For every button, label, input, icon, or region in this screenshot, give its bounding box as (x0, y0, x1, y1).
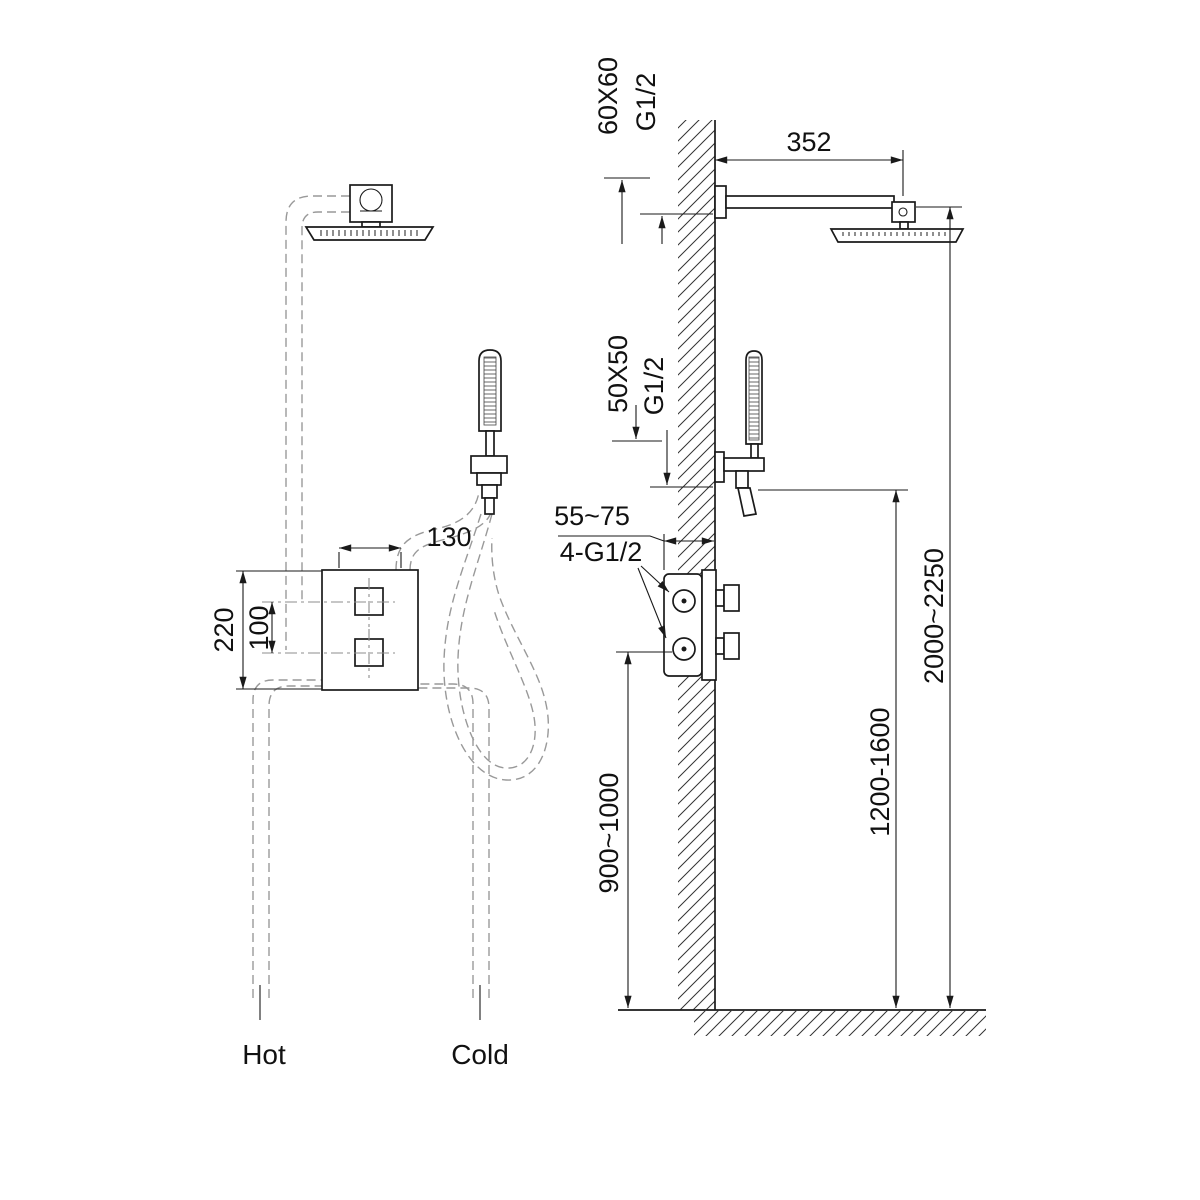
side-view: 352 60X60 G1/2 50X50 G1/2 (554, 57, 986, 1036)
front-shower-head (304, 184, 435, 241)
dim-220-label: 220 (209, 607, 239, 652)
front-mixer-valve (262, 569, 419, 691)
label-4g12: 4-G1/2 (560, 537, 643, 567)
bracket-arm (723, 457, 765, 472)
pipe-riser-inner (301, 211, 350, 601)
front-view: 130 220 100 Hot Cold (209, 184, 550, 1070)
dim-352-label: 352 (786, 127, 831, 157)
side-head-callouts: 60X60 G1/2 (593, 57, 713, 244)
head-connector-box (349, 184, 393, 223)
valve-handle-top (723, 584, 740, 612)
floor-hatch (694, 1010, 986, 1036)
cold-label: Cold (451, 1039, 509, 1070)
side-dim-arm-length: 352 (714, 127, 904, 196)
label-50x50: 50X50 (603, 335, 633, 413)
pipe-cold-outer (418, 683, 474, 998)
label-60x60: 60X60 (593, 57, 623, 135)
hand-shower-face (483, 356, 497, 426)
dim-1200-1600-label: 1200-1600 (865, 707, 895, 836)
label-bracket-g12: G1/2 (639, 357, 669, 416)
hose-loop-inner (457, 513, 536, 769)
dim-130-label: 130 (426, 522, 471, 552)
wall-hatch (678, 120, 715, 1010)
pipe-hot-inner (268, 685, 322, 998)
side-shower-arm-head (714, 185, 965, 243)
shower-arm (725, 195, 895, 209)
front-dim-handle-spacing: 100 (244, 602, 276, 653)
side-wand-face (748, 356, 760, 441)
side-head-spray-face (841, 232, 947, 240)
side-hose-tail (736, 487, 758, 517)
front-dim-mixer-height: 220 (209, 570, 322, 690)
hose-connector (484, 497, 495, 515)
side-wall (678, 120, 716, 1010)
head-spray-face (317, 230, 421, 238)
dim-900-1000-label: 900~1000 (594, 773, 624, 894)
valve-wall-plate (701, 569, 717, 681)
hose-loop-outer (443, 513, 550, 781)
arm-end-connector (891, 201, 916, 223)
side-dim-valve-depth: 55~75 (554, 501, 714, 570)
side-hand-shower (714, 350, 765, 517)
bracket-wall-flange (714, 451, 725, 483)
side-floor (618, 1009, 986, 1036)
label-head-g12: G1/2 (631, 73, 661, 132)
dim-2000-2250-label: 2000~2250 (919, 548, 949, 684)
valve-handle-bottom (723, 632, 740, 660)
dim-100-label: 100 (244, 605, 274, 650)
side-dim-hand-shower-height: 1200-1600 (758, 489, 908, 1008)
front-dim-mixer-width: 130 (338, 522, 472, 568)
pipe-hot-outer (252, 679, 322, 998)
front-hand-shower (470, 349, 508, 515)
hand-shower-holder (470, 455, 508, 474)
side-mixer-valve (663, 569, 740, 681)
arm-wall-flange (714, 185, 727, 219)
pipe-handshower-b (409, 507, 493, 571)
side-dim-valve-height: 900~1000 (594, 651, 672, 1008)
side-callout-connections: 4-G1/2 (560, 537, 670, 639)
side-dim-head-height: 2000~2250 (916, 206, 962, 1008)
pipe-cold-inner (418, 687, 490, 998)
side-bracket-callouts: 50X50 G1/2 (603, 335, 713, 488)
dim-5575-label: 55~75 (554, 501, 630, 531)
hot-label: Hot (242, 1039, 286, 1070)
pipe-riser-outer (285, 195, 350, 650)
